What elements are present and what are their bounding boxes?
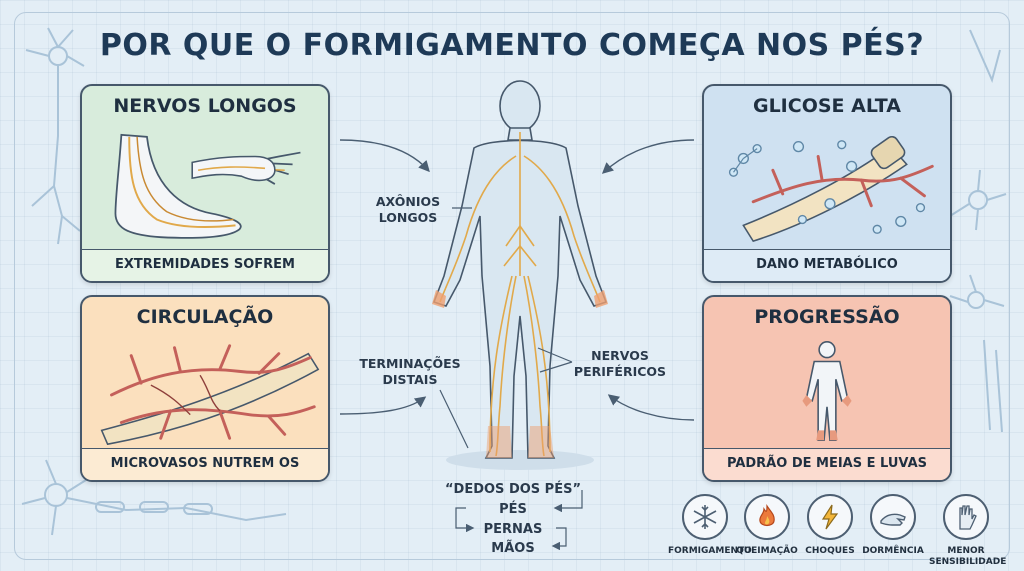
glove-icon bbox=[943, 494, 989, 540]
neuron-decoration-right bbox=[949, 29, 1007, 433]
symptom-choques: CHOQUES bbox=[793, 494, 867, 557]
lightning-icon bbox=[807, 494, 853, 540]
symptom-formigamento: FORMIGAMENTO bbox=[668, 494, 752, 557]
glucose-damage-illustration bbox=[728, 135, 934, 243]
sequence-pernas: PERNAS bbox=[483, 522, 543, 537]
sequence-maos: MÃOS bbox=[491, 541, 535, 556]
card-glicose-alta-title: GLICOSE ALTA bbox=[752, 95, 901, 117]
neuron-decoration-bottom-left bbox=[21, 459, 287, 536]
foot-and-hand-illustration bbox=[114, 133, 301, 239]
human-body-nerves-illustration bbox=[432, 80, 608, 470]
snowflake-icon bbox=[682, 494, 728, 540]
card-nervos-longos: NERVOS LONGOS EXTREMIDADES SOFREM PRIMEI… bbox=[80, 84, 330, 283]
card-circulacao-caption: MICROVASOS NUTREM OS NERVOS bbox=[82, 448, 328, 480]
microvessels-illustration bbox=[100, 344, 320, 446]
card-progressao-caption: PADRÃO DE MEIAS E LUVAS bbox=[704, 448, 950, 480]
hand-icon bbox=[870, 494, 916, 540]
sequence-dedos-dos-pes: “DEDOS DOS PÉS” bbox=[445, 482, 581, 497]
page-title: POR QUE O FORMIGAMENTO COMEÇA NOS PÉS? bbox=[99, 28, 925, 63]
flame-icon bbox=[744, 494, 790, 540]
card-glicose-alta: GLICOSE ALTA DANO METABÓLICO PROGRESSIVO bbox=[702, 84, 952, 283]
card-nervos-longos-caption: EXTREMIDADES SOFREM PRIMEIRO bbox=[82, 249, 328, 281]
card-progressao-title: PROGRESSÃO bbox=[754, 306, 900, 328]
progression-body-illustration bbox=[802, 341, 852, 442]
card-glicose-alta-caption: DANO METABÓLICO PROGRESSIVO bbox=[704, 249, 950, 281]
symptom-queimacao: QUEIMAÇÃO bbox=[730, 494, 804, 557]
card-circulacao: CIRCULAÇÃO MICROVASOS NUTREM OS NERVOS bbox=[80, 295, 330, 482]
page-frame bbox=[14, 12, 1010, 560]
card-circulacao-title: CIRCULAÇÃO bbox=[136, 306, 274, 328]
sequence-pes: PÉS bbox=[499, 502, 527, 517]
symptom-dormencia: DORMÊNCIA bbox=[856, 494, 930, 557]
card-nervos-longos-title: NERVOS LONGOS bbox=[113, 95, 297, 117]
symptom-menor-sensibilidade: MENOR SENSIBILIDADE bbox=[929, 494, 1006, 568]
neuron-decoration-top-left bbox=[25, 27, 85, 245]
card-progressao: PROGRESSÃO PADRÃO DE MEIAS E LUVAS bbox=[702, 295, 952, 482]
